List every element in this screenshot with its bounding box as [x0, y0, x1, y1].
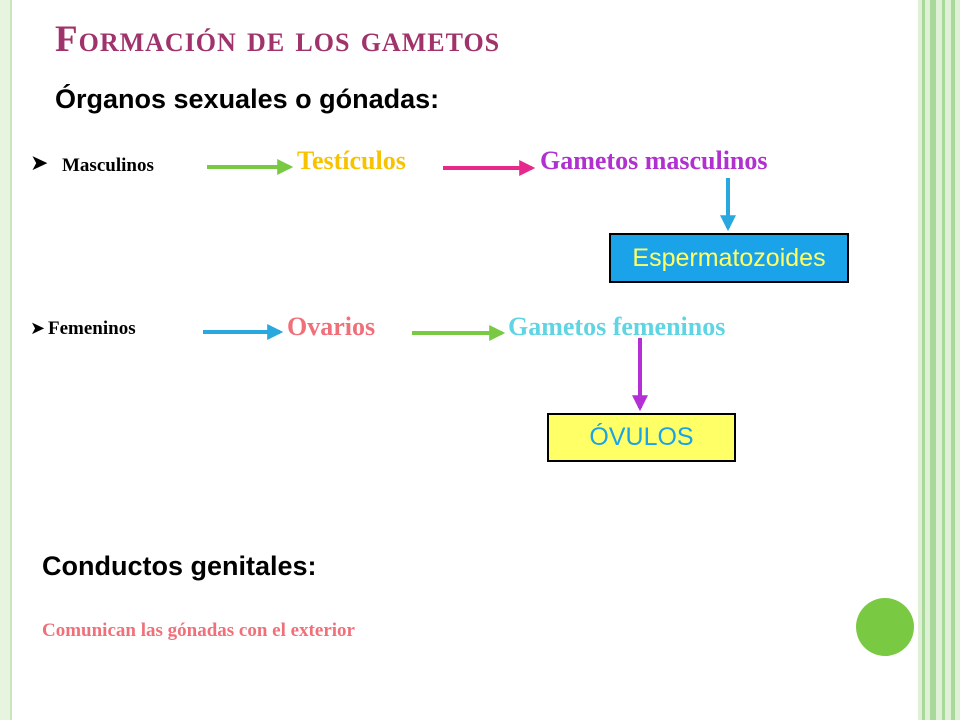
left-frame-border	[0, 0, 12, 720]
right-frame-border	[918, 0, 960, 720]
female-organ: Ovarios	[287, 312, 376, 341]
male-organ: Testículos	[297, 146, 406, 175]
ducts-description: Comunican las gónadas con el exterior	[42, 620, 355, 641]
ova-box: ÓVULOS	[547, 413, 736, 462]
male-gametes: Gametos masculinos	[540, 146, 768, 175]
male-bullet-icon: ➤	[30, 150, 49, 175]
male-label: Masculinos	[62, 155, 154, 176]
ducts-heading: Conductos genitales:	[42, 551, 317, 581]
spermatozoa-box: Espermatozoides	[609, 233, 849, 283]
female-label: Femeninos	[48, 318, 136, 339]
slide-subtitle: Órganos sexuales o gónadas:	[55, 84, 440, 114]
female-bullet-icon: ➤	[30, 318, 46, 338]
female-gametes: Gametos femeninos	[508, 312, 726, 341]
slide-title: Formación de los gametos	[55, 19, 501, 60]
decorative-green-circle	[856, 598, 914, 656]
